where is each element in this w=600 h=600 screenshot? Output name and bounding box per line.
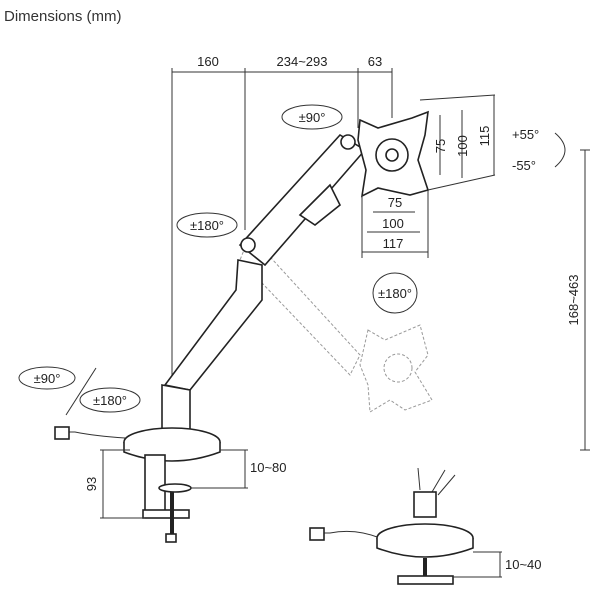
grommet-base [309,467,474,585]
tilt-down-label: -55° [512,158,536,173]
dim-160: 160 [197,54,219,69]
clamp-base [54,426,221,543]
screen-rotation-label: ±180° [378,286,412,301]
dim-234-293: 234~293 [277,54,328,69]
base-rotation-180-label: ±180° [93,393,127,408]
rotation-badges [18,104,418,416]
dim-63: 63 [368,54,382,69]
vesa-h-117: 117 [383,236,404,251]
vesa-h-75: 75 [388,195,402,210]
vesa-v-115: 115 [477,126,492,147]
height-range-label: 168~463 [566,275,581,326]
vesa-plate [357,94,496,258]
tilt-up-label: +55° [512,127,539,142]
ghost-arm-position [239,234,433,413]
grommet-range-label: 10~40 [505,557,542,572]
head-swivel-label: ±90° [299,110,326,125]
vesa-h-100: 100 [382,216,404,231]
tilt-arrow-icon [554,132,566,168]
vesa-v-100: 100 [455,135,470,157]
clamp-height-label: 93 [84,477,99,491]
vesa-v-75: 75 [433,139,448,153]
diagram-title: Dimensions (mm) [4,8,122,25]
base-rotation-90-label: ±90° [34,371,61,386]
monitor-arm [161,133,367,431]
clamp-range-label: 10~80 [250,460,287,475]
elbow-rotation-label: ±180° [190,218,224,233]
